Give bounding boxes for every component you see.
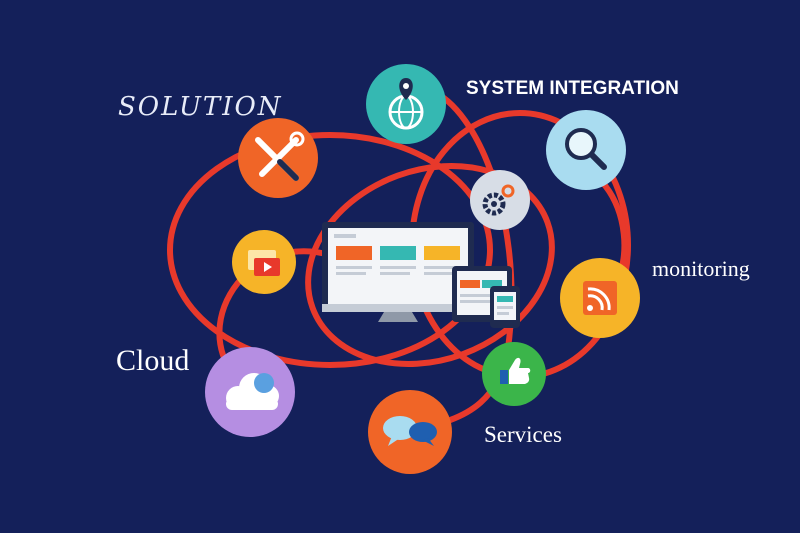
globe-pin-icon xyxy=(366,64,446,144)
cloud-label: Cloud xyxy=(116,344,190,377)
thumbs-up-icon xyxy=(482,342,546,406)
left-loop xyxy=(167,132,493,368)
video-icon xyxy=(232,230,296,294)
services-label: Services xyxy=(484,422,562,447)
solution-label: SOLUTION xyxy=(118,92,283,122)
monitoring-label: monitoring xyxy=(652,256,750,281)
tools-icon xyxy=(238,118,318,198)
rss-icon xyxy=(560,258,640,338)
chat-bubbles-icon xyxy=(368,390,452,474)
magnifier-icon xyxy=(546,110,626,190)
cloud-icon xyxy=(205,347,295,437)
system-integration-label: SYSTEM INTEGRATION xyxy=(466,78,679,99)
devices-icon xyxy=(322,222,520,328)
gears-icon xyxy=(470,170,530,230)
center-loop xyxy=(305,163,555,367)
